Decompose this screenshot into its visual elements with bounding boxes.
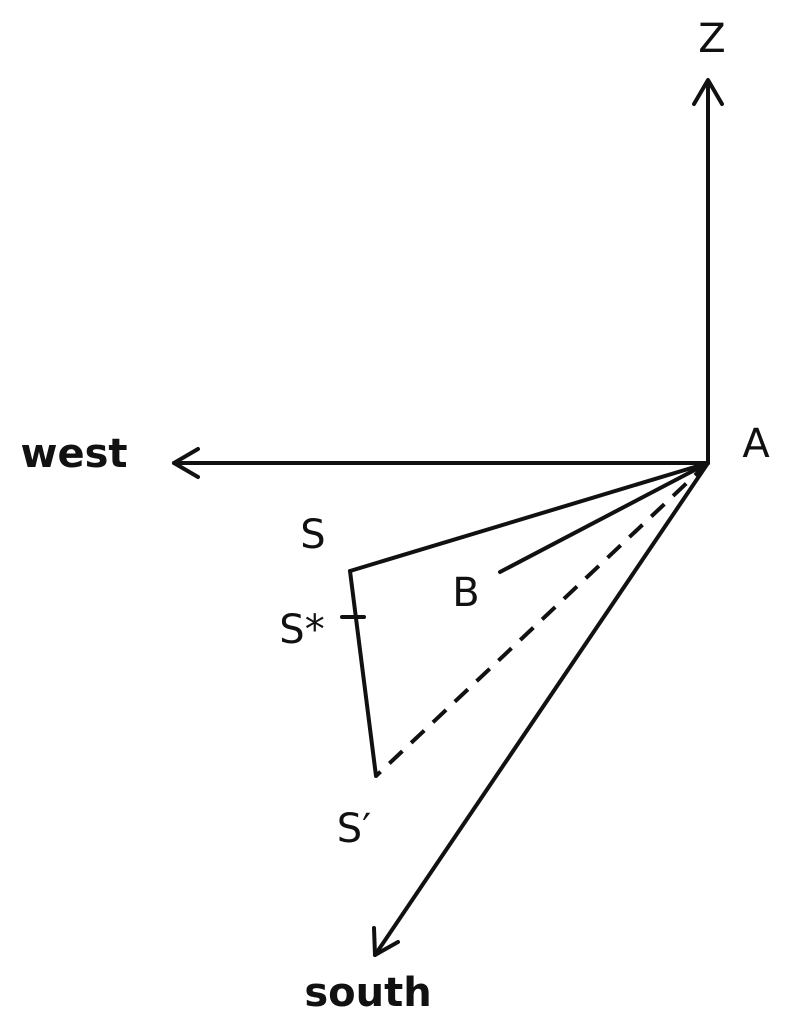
label-s: S — [300, 512, 325, 558]
line-a-b — [498, 461, 710, 574]
label-b: B — [452, 570, 479, 616]
label-west: west — [20, 431, 127, 477]
label-z: Z — [698, 16, 725, 62]
line-s-s-prime — [348, 569, 378, 778]
label-south: south — [304, 970, 431, 1016]
label-a: A — [742, 421, 770, 467]
west-axis-arrowhead — [172, 447, 200, 479]
z-axis-arrowhead — [692, 78, 724, 106]
south-axis — [373, 461, 710, 957]
line-a-s — [348, 461, 710, 573]
south-axis-arrowhead — [372, 926, 400, 957]
label-s-prime: S′ — [337, 806, 371, 852]
label-s-star: S* — [279, 607, 324, 653]
dashed-line-a-s-prime — [374, 461, 710, 778]
